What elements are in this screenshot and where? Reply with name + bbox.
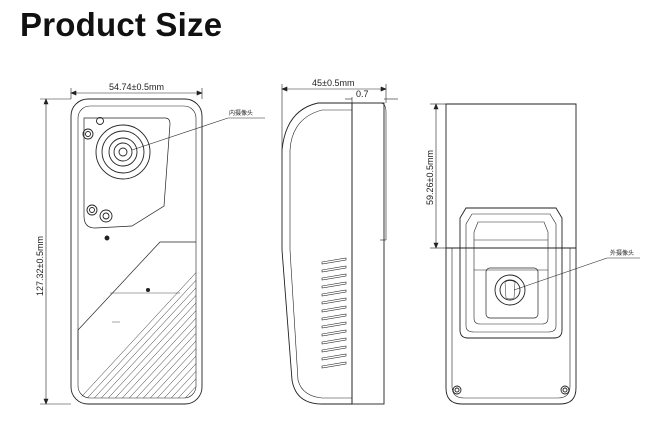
- vent-slot: [321, 353, 347, 361]
- vent-slot: [321, 297, 347, 305]
- grille-line: [122, 242, 196, 398]
- sensor-lower-left-icon: [86, 204, 98, 216]
- grille-line: [129, 242, 196, 398]
- grille-line: [235, 225, 415, 420]
- front-view: [70, 98, 415, 420]
- side-depth-dimension: [281, 84, 398, 150]
- front-body-outline: [70, 98, 203, 405]
- outer-camera-housing: [459, 207, 563, 339]
- front-height-dimension: [40, 98, 71, 405]
- front-width-label: 54.74±0.5mm: [109, 82, 164, 92]
- outer-camera-leader: [513, 257, 640, 291]
- grille-line: [115, 242, 196, 398]
- grille-line: [221, 225, 401, 420]
- grille-line: [78, 242, 196, 398]
- microphone-hole-icon: [104, 235, 110, 241]
- grille-line: [178, 242, 196, 398]
- vent-slot: [321, 265, 347, 273]
- grille-line: [108, 242, 196, 398]
- side-offset-label: 0.7: [356, 89, 369, 99]
- camera-panel-outline: [83, 117, 171, 229]
- grille-line: [78, 242, 196, 398]
- grille-line: [150, 242, 196, 398]
- vent-slot: [321, 361, 347, 369]
- ir-led-icon: [96, 117, 104, 125]
- grille-line: [143, 242, 196, 398]
- back-view: [445, 103, 577, 405]
- outer-camera-label: 外摄像头: [610, 249, 634, 257]
- grille-line: [171, 242, 196, 398]
- grille-line: [164, 242, 196, 398]
- vent-slot: [321, 289, 347, 297]
- side-vent-slots: [321, 257, 347, 369]
- light-sensor-icon: [82, 128, 94, 140]
- grille-line: [207, 225, 387, 420]
- inner-camera-leader: [131, 117, 265, 151]
- grille-line: [136, 242, 196, 398]
- inner-camera-label: 内摄像头: [229, 109, 253, 117]
- vent-slot: [321, 305, 347, 313]
- grille-line: [87, 242, 196, 398]
- speaker-grille-outline: [77, 241, 196, 360]
- grille-line: [157, 242, 196, 398]
- vent-slot: [321, 337, 347, 345]
- outer-camera-lens: [494, 274, 526, 306]
- vent-slot: [321, 329, 347, 337]
- vent-slot: [321, 321, 347, 329]
- page-title: Product Size: [20, 6, 223, 43]
- inner-camera-lens: [95, 124, 151, 180]
- back-height-dimension: [430, 103, 446, 249]
- side-backplate: [351, 102, 385, 405]
- grille-line: [80, 242, 196, 398]
- vent-slot: [321, 313, 347, 321]
- back-height-label: 59.26±0.5mm: [425, 150, 435, 205]
- vent-slot: [321, 345, 347, 353]
- speaker-grille-lines: [78, 225, 415, 420]
- side-view: [281, 102, 387, 405]
- back-screws: [452, 385, 570, 395]
- grille-line: [185, 242, 196, 398]
- front-height-label: 127.32±0.5mm: [35, 236, 45, 296]
- grille-line: [101, 242, 196, 398]
- grille-line: [228, 225, 408, 420]
- back-body-outline: [445, 103, 577, 405]
- vent-slot: [321, 281, 347, 289]
- side-depth-label: 45±0.5mm: [312, 78, 354, 88]
- vent-slot: [321, 273, 347, 281]
- sensor-lower-right-icon: [99, 209, 113, 223]
- side-body-outline: [281, 102, 353, 405]
- grille-line: [94, 242, 196, 398]
- grille-line: [78, 242, 196, 398]
- front-panel-outline: [77, 105, 197, 399]
- front-width-dimension: [70, 88, 203, 99]
- vent-slot: [321, 257, 347, 265]
